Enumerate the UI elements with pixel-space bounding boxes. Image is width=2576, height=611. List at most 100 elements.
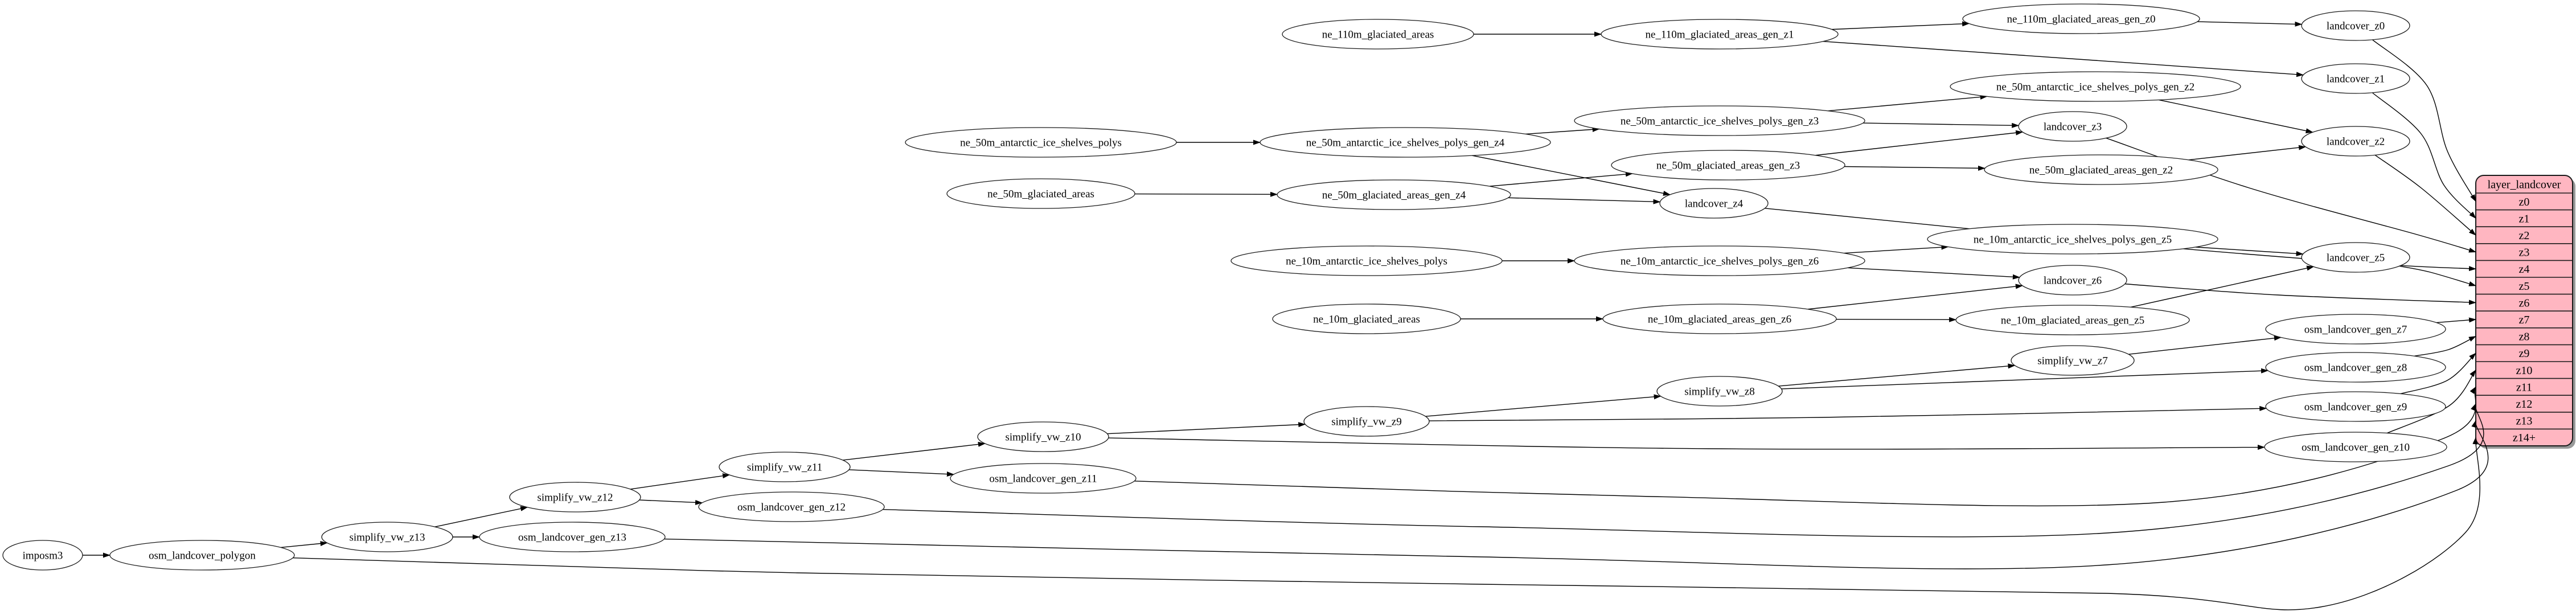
edge-simplify_vw_z10-to-osm_landcover_gen_z10 [1108,437,2266,450]
node-ne_10m_glaciated_areas: ne_10m_glaciated_areas [1272,304,1461,334]
node-label-simplify_vw_z12: simplify_vw_z12 [538,492,613,504]
node-ne_10m_glaciated_areas_gen_z5: ne_10m_glaciated_areas_gen_z5 [1955,305,2190,335]
node-ellipse-osm_landcover_polygon [109,540,295,571]
table-row-z9: z9 [2519,347,2530,360]
edge-ne_50m_glaciated_areas_gen_z2-to-landcover_z2 [2188,145,2307,161]
node-ellipse-ne_10m_glaciated_areas [1272,304,1461,334]
node-label-landcover_z1: landcover_z1 [2327,73,2385,85]
node-ne_50m_glaciated_areas: ne_50m_glaciated_areas [946,178,1135,209]
node-label-ne_50m_antarctic_ice_shelves_polys_gen_z4: ne_50m_antarctic_ice_shelves_polys_gen_z… [1306,137,1505,149]
node-label-osm_landcover_gen_z11: osm_landcover_gen_z11 [989,473,1097,485]
node-ellipse-ne_10m_antarctic_ice_shelves_polys_gen_z5 [1927,224,2218,255]
table-row-z0: z0 [2519,196,2530,208]
node-label-ne_110m_glaciated_areas_gen_z1: ne_110m_glaciated_areas_gen_z1 [1646,29,1794,41]
node-label-ne_110m_glaciated_areas: ne_110m_glaciated_areas [1322,29,1434,41]
node-ellipse-ne_110m_glaciated_areas [1282,19,1474,50]
node-label-landcover_z6: landcover_z6 [2044,275,2102,287]
node-simplify_vw_z8: simplify_vw_z8 [1656,376,1783,407]
node-ellipse-landcover_z1 [2301,63,2410,94]
table-row-z12: z12 [2516,398,2533,411]
node-osm_landcover_polygon: osm_landcover_polygon [109,540,295,571]
node-simplify_vw_z10: simplify_vw_z10 [977,421,1109,452]
edge-ne_50m_antarctic_ice_shelves_polys_gen_z3-to-ne_50m_antarctic_ice_shelves_polys_gen_z2 [1828,94,1988,112]
node-ellipse-osm_landcover_gen_z8 [2265,352,2446,383]
node-label-landcover_z0: landcover_z0 [2327,20,2385,32]
node-ellipse-landcover_z3 [2018,111,2127,142]
edge-simplify_vw_z11-to-osm_landcover_gen_z11 [848,469,954,477]
node-ellipse-ne_50m_glaciated_areas_gen_z4 [1277,179,1511,210]
node-ne_50m_glaciated_areas_gen_z3: ne_50m_glaciated_areas_gen_z3 [1611,150,1845,181]
node-label-ne_10m_antarctic_ice_shelves_polys: ne_10m_antarctic_ice_shelves_polys [1286,256,1447,268]
node-osm_landcover_gen_z12: osm_landcover_gen_z12 [698,491,885,522]
node-ne_50m_antarctic_ice_shelves_polys_gen_z3: ne_50m_antarctic_ice_shelves_polys_gen_z… [1574,105,1865,136]
node-label-osm_landcover_gen_z9: osm_landcover_gen_z9 [2304,401,2407,413]
edge-simplify_vw_z9-to-simplify_vw_z8 [1425,394,1662,417]
edge-landcover_z6-to-layer-z6 [2124,283,2476,305]
edge-ne_10m_antarctic_ice_shelves_polys_gen_z6-to-ne_10m_antarctic_ice_shelves_polys_gen_z5 [1844,244,1949,254]
node-simplify_vw_z9: simplify_vw_z9 [1303,406,1430,437]
node-label-ne_50m_glaciated_areas: ne_50m_glaciated_areas [987,188,1094,200]
edge-landcover_z1-to-layer-z1 [2372,92,2476,219]
table-row-z6: z6 [2519,297,2530,309]
node-simplify_vw_z13: simplify_vw_z13 [321,522,453,552]
node-label-ne_50m_glaciated_areas_gen_z3: ne_50m_glaciated_areas_gen_z3 [1656,160,1800,172]
node-simplify_vw_z7: simplify_vw_z7 [2011,345,2135,376]
node-osm_landcover_gen_z10: osm_landcover_gen_z10 [2264,432,2447,462]
node-ellipse-ne_10m_antarctic_ice_shelves_polys_gen_z6 [1574,245,1865,276]
node-label-ne_50m_antarctic_ice_shelves_polys: ne_50m_antarctic_ice_shelves_polys [960,137,1122,149]
node-ellipse-osm_landcover_gen_z9 [2265,391,2446,422]
node-label-simplify_vw_z7: simplify_vw_z7 [2037,355,2108,367]
edge-simplify_vw_z13-to-simplify_vw_z12 [434,506,528,527]
node-label-landcover_z5: landcover_z5 [2327,252,2385,264]
table-row-z2: z2 [2519,229,2530,242]
node-label-ne_50m_antarctic_ice_shelves_polys_gen_z3: ne_50m_antarctic_ice_shelves_polys_gen_z… [1621,116,1819,128]
node-ellipse-simplify_vw_z7 [2011,345,2135,376]
node-label-landcover_z4: landcover_z4 [1685,198,1744,210]
node-ellipse-simplify_vw_z11 [719,452,851,482]
node-landcover_z3: landcover_z3 [2018,111,2127,142]
edge-osm_landcover_polygon-to-layer-z14+ [293,437,2480,610]
node-label-ne_10m_antarctic_ice_shelves_polys_gen_z5: ne_10m_antarctic_ice_shelves_polys_gen_z… [1974,234,2172,246]
edge-osm_landcover_gen_z12-to-layer-z12 [883,403,2484,538]
node-ellipse-osm_landcover_gen_z12 [698,491,885,522]
node-ne_110m_glaciated_areas: ne_110m_glaciated_areas [1282,19,1474,50]
node-label-imposm3: imposm3 [23,550,63,562]
node-label-landcover_z2: landcover_z2 [2327,136,2385,148]
edge-osm_landcover_gen_z9-to-layer-z9 [2400,352,2476,395]
table-title: layer_landcover [2488,179,2561,191]
edge-ne_110m_glaciated_areas_gen_z1-to-ne_110m_glaciated_areas_gen_z0 [1831,21,1970,30]
node-landcover_z0: landcover_z0 [2301,10,2410,41]
table-row-z1: z1 [2519,212,2530,225]
node-label-ne_110m_glaciated_areas_gen_z0: ne_110m_glaciated_areas_gen_z0 [2007,14,2156,26]
node-ellipse-simplify_vw_z12 [509,482,641,512]
node-osm_landcover_gen_z7: osm_landcover_gen_z7 [2265,314,2446,345]
node-ellipse-simplify_vw_z13 [321,522,453,552]
node-ellipse-ne_10m_glaciated_areas_gen_z6 [1602,304,1837,334]
node-landcover_z1: landcover_z1 [2301,63,2410,94]
node-label-simplify_vw_z11: simplify_vw_z11 [747,462,822,474]
edge-ne_50m_glaciated_areas-to-ne_50m_glaciated_areas_gen_z4 [1134,191,1278,197]
node-ellipse-landcover_z5 [2301,242,2410,273]
node-label-osm_landcover_gen_z8: osm_landcover_gen_z8 [2304,362,2407,374]
edge-ne_50m_antarctic_ice_shelves_polys_gen_z4-to-ne_50m_antarctic_ice_shelves_polys_gen_z3 [1525,126,1600,135]
table-row-z7: z7 [2519,314,2530,326]
node-imposm3: imposm3 [2,540,83,571]
node-ellipse-landcover_z0 [2301,10,2410,41]
edge-ne_10m_glaciated_areas_gen_z5-to-landcover_z5 [2130,265,2315,308]
node-ellipse-ne_50m_antarctic_ice_shelves_polys_gen_z2 [1950,71,2241,102]
node-ne_10m_glaciated_areas_gen_z6: ne_10m_glaciated_areas_gen_z6 [1602,304,1837,334]
node-label-landcover_z3: landcover_z3 [2044,121,2102,133]
node-ellipse-ne_10m_glaciated_areas_gen_z5 [1955,305,2190,335]
edge-osm_landcover_gen_z7-to-layer-z7 [2436,317,2476,323]
node-ne_110m_glaciated_areas_gen_z1: ne_110m_glaciated_areas_gen_z1 [1601,19,1839,50]
edge-landcover_z0-to-layer-z0 [2372,39,2476,202]
edge-ne_50m_glaciated_areas_gen_z3-to-ne_50m_glaciated_areas_gen_z2 [1844,165,1986,171]
node-ne_10m_antarctic_ice_shelves_polys_gen_z6: ne_10m_antarctic_ice_shelves_polys_gen_z… [1574,245,1865,276]
node-label-ne_10m_glaciated_areas: ne_10m_glaciated_areas [1313,314,1420,326]
edge-ne_10m_glaciated_areas_gen_z6-to-landcover_z6 [1807,284,2023,310]
node-ellipse-imposm3 [2,540,83,571]
node-ellipse-ne_10m_antarctic_ice_shelves_polys [1230,245,1503,276]
node-ellipse-ne_110m_glaciated_areas_gen_z1 [1601,19,1839,50]
